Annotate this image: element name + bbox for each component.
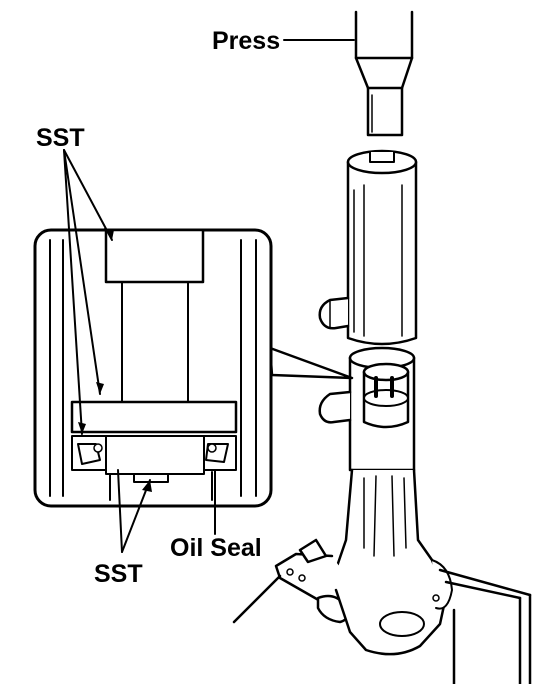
press-label: Press (212, 27, 280, 55)
leader-lines (63, 39, 355, 553)
leader-arrowheads (78, 228, 152, 492)
upper-sst-tube (318, 149, 418, 346)
press-ram (354, 10, 414, 137)
detail-inset (33, 228, 273, 508)
press-table (438, 568, 532, 684)
sst-label-top: SST (36, 124, 85, 152)
oil-seal-label: Oil Seal (170, 534, 262, 562)
detail-callout-pointer (268, 346, 354, 380)
strut-housing (274, 346, 453, 656)
floor-line (232, 574, 282, 624)
sst-label-bottom: SST (94, 560, 143, 588)
